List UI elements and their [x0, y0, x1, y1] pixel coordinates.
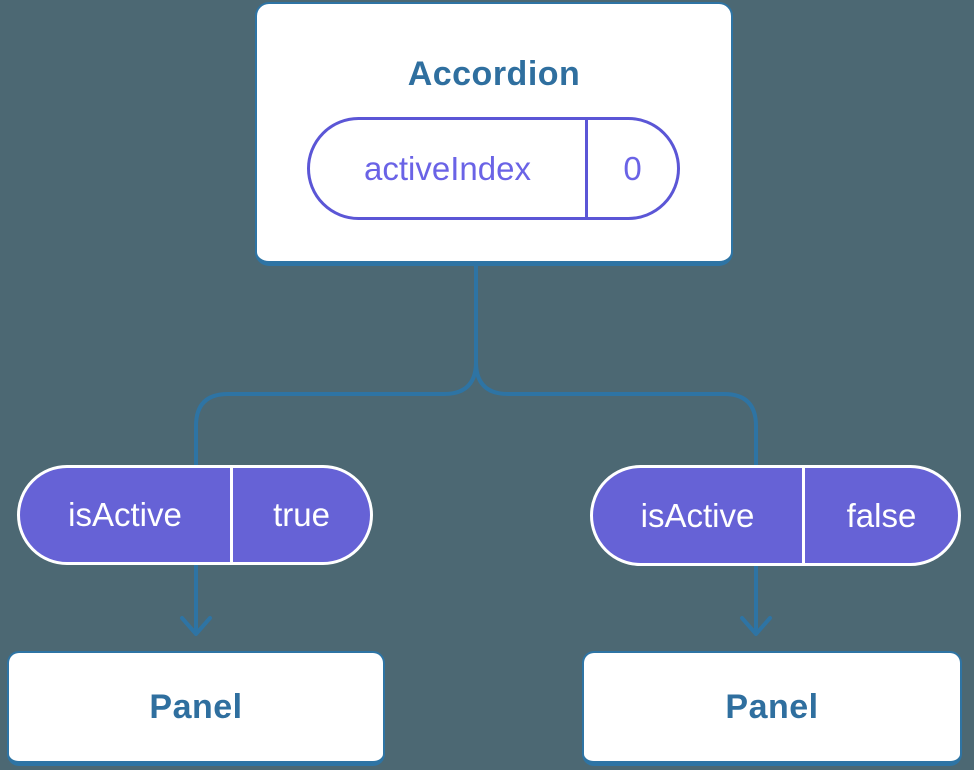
connector-left-branch	[194, 264, 478, 633]
prop-pill-is-active-true: isActive true	[17, 465, 373, 565]
connector-right-branch	[474, 264, 758, 633]
prop-pill-label: isActive	[593, 468, 805, 563]
arrow-head-right-icon	[740, 616, 772, 636]
state-pill-label: activeIndex	[310, 120, 588, 217]
panel-component-card-left: Panel	[7, 651, 385, 766]
panel-title: Panel	[725, 687, 819, 726]
panel-title: Panel	[149, 687, 243, 726]
state-pill: activeIndex 0	[307, 117, 680, 220]
accordion-title: Accordion	[407, 55, 581, 93]
arrow-head-left-icon	[180, 616, 212, 636]
prop-pill-value: true	[273, 496, 330, 533]
accordion-component-card: Accordion activeIndex 0	[255, 2, 733, 266]
prop-pill-label: isActive	[20, 468, 233, 562]
panel-component-card-right: Panel	[582, 651, 962, 766]
prop-pill-is-active-false: isActive false	[590, 465, 961, 566]
prop-pill-value: false	[846, 496, 917, 534]
state-pill-value: 0	[623, 149, 642, 187]
